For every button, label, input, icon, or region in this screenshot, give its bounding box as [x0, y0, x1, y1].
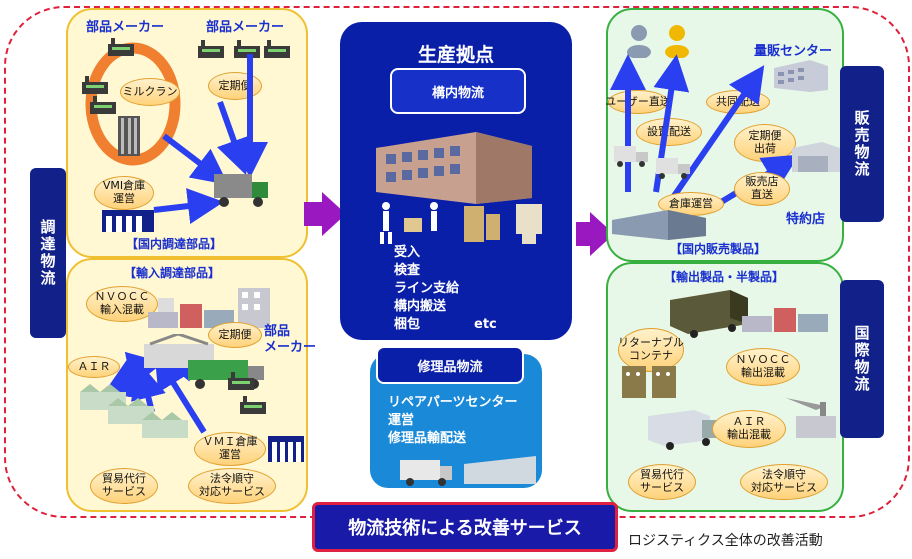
- user-direct-oval: ユーザー直送: [605, 90, 671, 114]
- returnable-container-oval: リターナブル コンテナ: [618, 328, 684, 372]
- production-title: 生産拠点: [417, 44, 494, 66]
- production-base-panel: 生産拠点 構内物流 受入 検査 ライン支給 構内搬送 梱包 etc: [340, 22, 572, 340]
- factory-icon: [108, 38, 134, 56]
- improvement-activity-caption: ロジスティクス全体の改善活動: [628, 533, 823, 549]
- import-procurement-caption: 【輸入調達部品】: [124, 266, 221, 280]
- port-containers-icon: [742, 308, 828, 332]
- procurement-side-label: 調達物流: [30, 168, 66, 338]
- overseas-factory-icon: [142, 412, 188, 438]
- repair-item-parts-center: リペアパーツセンター: [388, 395, 518, 410]
- process-item-inspection: 検査: [394, 263, 421, 278]
- cargo-truck-icon: [648, 410, 718, 450]
- delivery-truck-icon: [656, 158, 690, 179]
- import-parts-maker-label: 部品 メーカー: [264, 324, 317, 355]
- mass-retail-center-label: 量販センター: [754, 44, 833, 59]
- import-regular-oval: 定期便: [208, 322, 262, 348]
- international-side-label: 国際物流: [840, 280, 884, 438]
- factory-building-icon: [376, 132, 532, 204]
- flow-arrow-body: [576, 222, 590, 246]
- air-export-oval: ＡＩＲ 輸出混載: [712, 410, 786, 448]
- repair-logistics-title: 修理品物流: [376, 346, 524, 384]
- airport-icon: [786, 398, 836, 438]
- nvocc-import-oval: ＮＶＯＣＣ 輸入混載: [86, 286, 158, 322]
- parts-maker-label-left: 部品メーカー: [86, 20, 165, 35]
- export-trade-agency-oval: 貿易代行 サービス: [628, 464, 696, 500]
- rack-icon: [118, 116, 140, 156]
- export-legal-compliance-oval: 法令順守 対応サービス: [740, 464, 828, 500]
- milk-run-oval: ミルクラン: [120, 78, 180, 106]
- domestic-sales-panel: 量販センター ユーザー直送 共同配送 設置配送 定期便 出荷 販売店 直送 特約…: [605, 8, 844, 262]
- repair-logistics-panel: 修理品物流 リペアパーツセンター 運営 修理品輸配送: [370, 346, 542, 488]
- international-panel: 【輸出製品・半製品】 リターナブル コンテナ ＮＶＯＣＣ 輸出混載 ＡＩＲ 輸出…: [606, 262, 844, 512]
- workers-icon: [380, 202, 542, 244]
- domestic-procurement-caption: 【国内調達部品】: [126, 237, 223, 251]
- repair-services-list: リペアパーツセンター 運営 修理品輸配送: [388, 394, 517, 448]
- factory-icon: [240, 396, 266, 414]
- process-item-line-supply: ライン支給: [394, 281, 460, 296]
- nvocc-export-oval: ＮＶＯＣＣ 輸出混載: [726, 348, 800, 386]
- export-products-caption: 【輸出製品・半製品】: [664, 270, 785, 284]
- factory-icon: [198, 40, 224, 58]
- parts-maker-label-right: 部品メーカー: [206, 20, 285, 35]
- vmi-warehouse-oval: VMI倉庫 運営: [94, 176, 154, 210]
- vmi-warehouse-import-oval: ＶＭＩ倉庫 運営: [194, 432, 266, 466]
- flow-arrow-body: [304, 202, 322, 226]
- warehouse-icon: [268, 436, 304, 462]
- repair-center-warehouse-icon: [400, 456, 536, 486]
- retail-building-icon: [774, 60, 828, 92]
- process-item-intra-transport: 構内搬送: [394, 299, 447, 314]
- store-direct-oval: 販売店 直送: [734, 172, 790, 206]
- factory-icon: [264, 40, 290, 58]
- improvement-service-banner: 物流技術による改善サービス: [312, 502, 618, 552]
- factory-icon: [228, 372, 254, 390]
- process-etc: etc: [474, 317, 497, 332]
- overseas-factory-icon: [108, 398, 154, 424]
- repair-item-delivery: 修理品輸配送: [388, 431, 467, 446]
- building-icon: [238, 288, 270, 328]
- domestic-procurement-panel: 部品メーカー 部品メーカー ミルクラン 定期便 VMI倉庫 運営 【国内調達部品…: [66, 8, 308, 258]
- process-item-packing: 梱包: [394, 317, 421, 332]
- returnable-container-icon: [622, 366, 676, 398]
- trade-agency-oval: 貿易代行 サービス: [90, 468, 158, 504]
- warehouse-icon: [102, 210, 154, 232]
- distribution-warehouse-icon: [612, 210, 706, 240]
- sales-side-label: 販売物流: [840, 66, 884, 222]
- process-list: 受入 検査 ライン支給 構内搬送 梱包: [394, 244, 459, 334]
- truck-icon: [214, 174, 268, 207]
- import-procurement-panel: 【輸入調達部品】 ＮＶＯＣＣ 輸入混載 定期便 部品 メーカー ＡＩＲ ＶＭＩ倉…: [66, 258, 316, 512]
- factory-icon: [82, 76, 108, 94]
- repair-item-operation: 運営: [388, 413, 415, 428]
- factory-icon: [234, 40, 260, 58]
- factory-icon: [90, 96, 116, 114]
- legal-compliance-oval: 法令順守 対応サービス: [188, 468, 276, 504]
- domestic-sales-caption: 【国内販売製品】: [670, 242, 767, 256]
- delivery-truck-icon: [614, 146, 648, 167]
- contract-store-label: 特約店: [786, 212, 826, 227]
- intra-logistics-button: 構内物流: [390, 68, 526, 114]
- container-truck-icon: [670, 290, 748, 338]
- procurement-flow-arrows: [153, 54, 268, 224]
- process-item-receiving: 受入: [394, 245, 421, 260]
- store-building-icon: [792, 142, 840, 172]
